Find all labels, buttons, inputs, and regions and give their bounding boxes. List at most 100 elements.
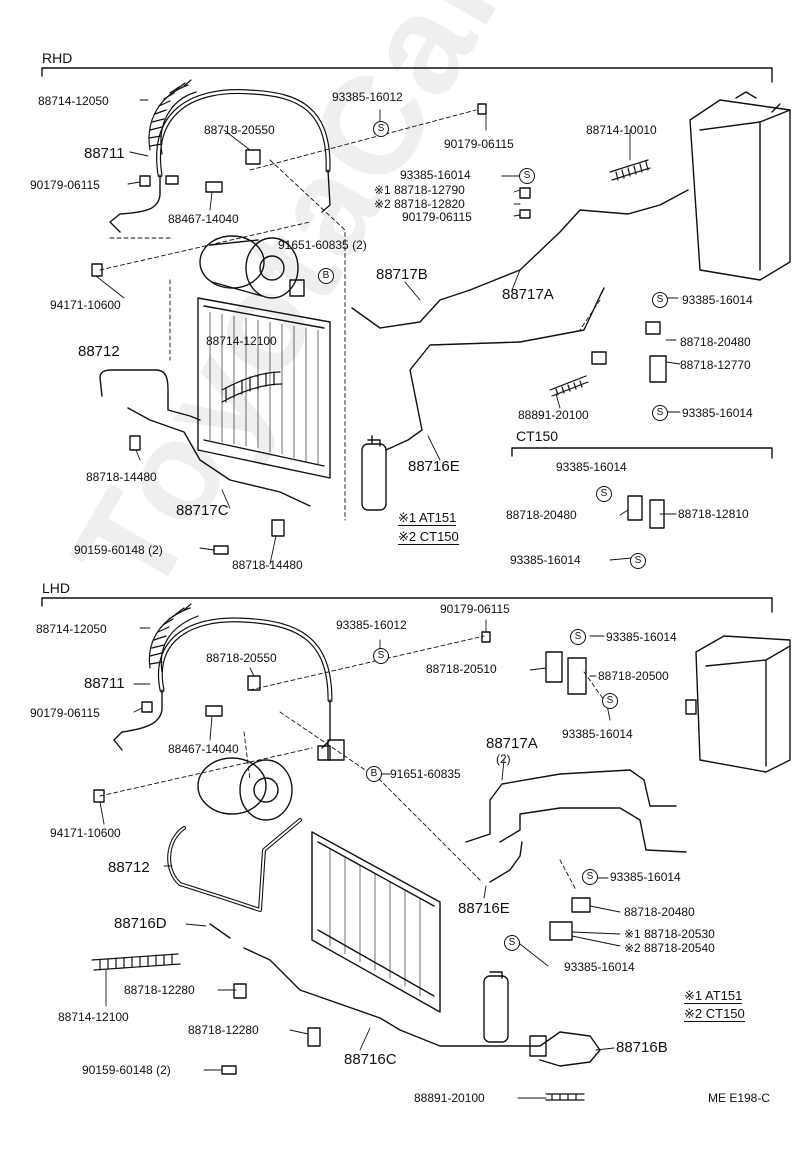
lhd-discharge-hose	[167, 818, 302, 912]
lhd-pipe-88716E	[489, 841, 523, 883]
lhd-clamp-symbol: S	[504, 935, 520, 951]
lhd-fittings	[93, 631, 697, 1075]
rhd-label-88718-14480-a: 88718-14480	[86, 470, 157, 484]
rhd-sensor	[549, 375, 589, 397]
rhd-label-88718-20480-b: 88718-20480	[506, 508, 577, 522]
lhd-evaporator	[695, 635, 791, 773]
rhd-label-93385-16012: 93385-16012	[332, 90, 403, 104]
rhd-label-90179-06115-b: 90179-06115	[444, 137, 514, 151]
rhd-label-leaders	[95, 99, 681, 565]
lhd-compressor	[197, 757, 293, 821]
lhd-section-frame	[41, 597, 773, 613]
lhd-pipe-88716D	[209, 923, 231, 939]
lhd-label-93385-16012: 93385-16012	[336, 618, 407, 632]
lhd-label-88891-20100: 88891-20100	[414, 1091, 485, 1105]
lhd-label-88716B: 88716B	[616, 1039, 668, 1056]
rhd-label-88467-14040: 88467-14040	[168, 212, 239, 226]
rhd-liquid-pipe-c	[127, 407, 311, 507]
lhd-label-91651-60835: 91651-60835	[390, 767, 461, 781]
lhd-section-title: LHD	[42, 580, 71, 596]
lhd-suction-hose	[113, 617, 333, 751]
lhd-label-88718-20540: ※2 88718-20540	[624, 941, 715, 955]
rhd-label-93385-16014-b: 93385-16014	[682, 293, 753, 307]
lhd-label-93385-16014-c: 93385-16014	[610, 870, 681, 884]
lhd-label-93385-16014-d: 93385-16014	[564, 960, 635, 974]
rhd-label-88714-12100: 88714-12100	[206, 334, 277, 348]
lhd-label-93385-16014-b: 93385-16014	[562, 727, 633, 741]
rhd-label-88714-10010: 88714-10010	[586, 123, 657, 137]
rhd-label-88891-20100: 88891-20100	[518, 408, 589, 422]
rhd-label-93385-16014-c: 93385-16014	[682, 406, 753, 420]
rhd-suction-hose	[109, 89, 331, 233]
rhd-label-88712: 88712	[78, 343, 120, 360]
rhd-label-88718-14480-b: 88718-14480	[232, 558, 303, 572]
rhd-pipe-88717B	[351, 289, 471, 329]
lhd-label-88716D: 88716D	[114, 915, 167, 932]
rhd-label-88717A: 88717A	[502, 286, 554, 303]
rhd-fittings	[91, 103, 667, 555]
lhd-label-90179-06115-a: 90179-06115	[440, 602, 510, 616]
rhd-clamp-symbol: S	[652, 292, 668, 308]
lhd-label-88717A-qty: (2)	[496, 752, 511, 766]
lhd-note-2: ※2 CT150	[684, 1006, 745, 1022]
lhd-label-88718-20550: 88718-20550	[206, 651, 277, 665]
rhd-section-frame	[41, 67, 773, 83]
rhd-label-93385-16014-a: 93385-16014	[400, 168, 471, 182]
lhd-clamp-symbol: S	[570, 629, 586, 645]
lhd-pipe-88716C	[243, 947, 601, 1067]
rhd-pipe-88717A-b	[519, 287, 605, 343]
rhd-condenser	[197, 297, 331, 479]
lhd-insulation-sleeve	[148, 603, 199, 673]
figure-id: ME E198-C	[708, 1091, 771, 1105]
rhd-label-90159-60148: 90159-60148 (2)	[74, 543, 163, 557]
rhd-clamp-symbol: S	[519, 168, 535, 184]
lhd-sensor	[545, 1093, 585, 1101]
rhd-label-90179-06115-a: 90179-06115	[30, 178, 100, 192]
lhd-label-90159-60148: 90159-60148 (2)	[82, 1063, 171, 1077]
lhd-condenser	[311, 831, 441, 1013]
lhd-coil-sleeve	[91, 953, 181, 971]
ct150-clamp-symbol: S	[596, 486, 612, 502]
lhd-label-88712: 88712	[108, 859, 150, 876]
lhd-label-88716E: 88716E	[458, 900, 510, 917]
lhd-label-88718-20530: ※1 88718-20530	[624, 927, 715, 941]
rhd-label-91651-60835: 91651-60835 (2)	[278, 238, 367, 252]
rhd-dashed-leaders	[99, 109, 601, 521]
rhd-receiver	[361, 435, 387, 511]
rhd-label-88718-12790: ※1 88718-12790	[374, 183, 465, 197]
rhd-label-88714-12050: 88714-12050	[38, 94, 109, 108]
lhd-label-88711: 88711	[84, 675, 125, 692]
rhd-label-88718-12770: 88718-12770	[680, 358, 751, 372]
rhd-label-94171-10600: 94171-10600	[50, 298, 121, 312]
lhd-label-94171-10600: 94171-10600	[50, 826, 121, 840]
ct150-subsection-title: CT150	[516, 428, 559, 444]
lhd-label-88467-14040: 88467-14040	[168, 742, 239, 756]
rhd-label-88717C: 88717C	[176, 502, 229, 519]
rhd-label-88718-20480-a: 88718-20480	[680, 335, 751, 349]
rhd-clamp-symbol: S	[652, 405, 668, 421]
ct150-clamp-symbol: S	[630, 553, 646, 569]
lhd-label-88718-20500: 88718-20500	[598, 669, 669, 683]
lhd-pipe-88717A	[465, 769, 677, 843]
lhd-clamp-symbol: S	[582, 869, 598, 885]
lhd-dashed-leaders	[99, 635, 605, 891]
lhd-pipe-88717A-b	[499, 807, 687, 853]
rhd-section-title: RHD	[42, 50, 73, 66]
lhd-bolt-symbol: B	[366, 766, 382, 782]
rhd-compressor	[199, 235, 299, 299]
rhd-condenser-sleeve	[221, 371, 283, 403]
lhd-note-1: ※1 AT151	[684, 988, 743, 1004]
rhd-label-88711: 88711	[84, 145, 125, 162]
lhd-label-88718-12280-a: 88718-12280	[124, 983, 195, 997]
rhd-note-1: ※1 AT151	[398, 510, 457, 526]
rhd-discharge-pipe	[99, 369, 201, 421]
lhd-label-88717A: 88717A	[486, 735, 538, 752]
lhd-clamp-symbol: S	[602, 693, 618, 709]
lhd-label-88718-12280-b: 88718-12280	[188, 1023, 259, 1037]
rhd-label-93385-16014-d: 93385-16014	[556, 460, 627, 474]
rhd-pipe-88717A	[469, 189, 689, 291]
rhd-pipe-88716E	[385, 341, 521, 451]
rhd-insulation-sleeve	[148, 79, 197, 155]
